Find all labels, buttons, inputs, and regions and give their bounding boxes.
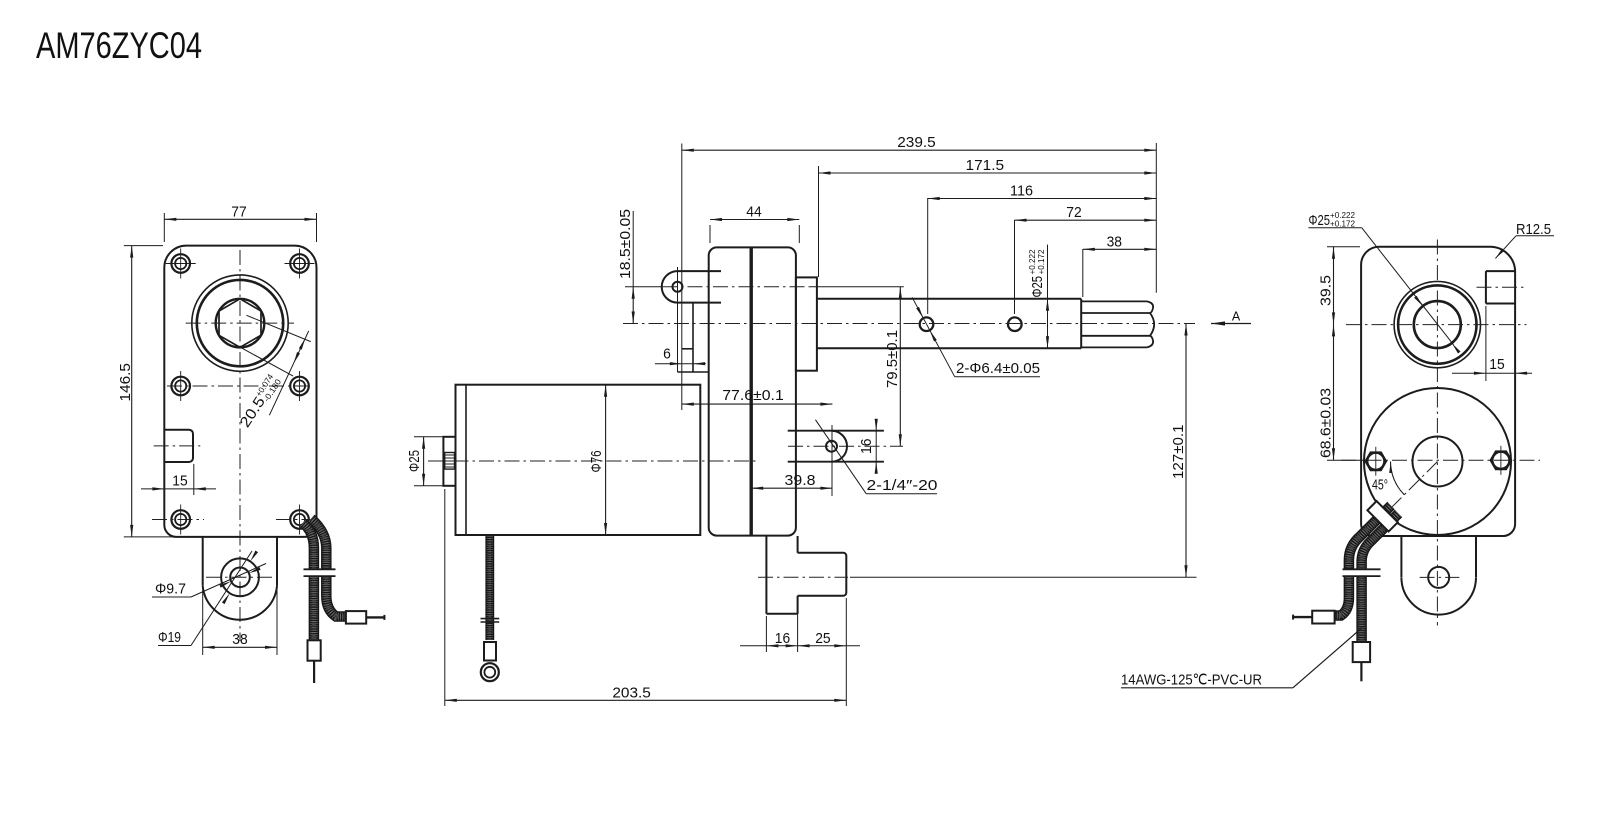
svg-text:116: 116 [1010, 183, 1033, 200]
svg-text:38: 38 [1107, 233, 1122, 250]
svg-text:79.5±0.1: 79.5±0.1 [884, 330, 901, 388]
svg-text:38: 38 [232, 631, 247, 648]
svg-text:14AWG-125℃-PVC-UR: 14AWG-125℃-PVC-UR [1121, 672, 1262, 689]
svg-text:+0.222: +0.222 [1330, 210, 1355, 220]
svg-text:72: 72 [1066, 204, 1081, 221]
svg-text:77: 77 [231, 203, 246, 220]
svg-text:146.5: 146.5 [117, 363, 134, 402]
svg-text:25: 25 [815, 630, 830, 647]
svg-text:Φ25: Φ25 [1309, 212, 1331, 229]
svg-text:Φ25: Φ25 [406, 450, 423, 472]
svg-text:16: 16 [858, 439, 875, 454]
svg-text:44: 44 [746, 204, 761, 221]
svg-text:77.6±0.1: 77.6±0.1 [722, 387, 784, 404]
svg-text:171.5: 171.5 [966, 157, 1005, 174]
svg-text:R12.5: R12.5 [1516, 221, 1551, 238]
svg-text:68.6±0.03: 68.6±0.03 [1318, 388, 1335, 458]
svg-text:Φ19: Φ19 [158, 629, 181, 646]
svg-text:+0.172: +0.172 [1036, 249, 1046, 274]
svg-text:Φ25: Φ25 [1029, 276, 1046, 298]
svg-text:203.5: 203.5 [612, 684, 651, 701]
svg-text:127±0.1: 127±0.1 [1170, 425, 1187, 480]
svg-text:39.8: 39.8 [785, 472, 816, 489]
svg-text:Φ76: Φ76 [588, 451, 605, 473]
svg-text:Φ9.7: Φ9.7 [155, 581, 186, 598]
svg-text:A: A [1232, 310, 1241, 324]
svg-text:15: 15 [172, 473, 187, 490]
svg-text:6: 6 [663, 346, 671, 363]
svg-text:+0.222: +0.222 [1027, 249, 1037, 274]
svg-text:45°: 45° [1372, 477, 1388, 494]
svg-text:+0.172: +0.172 [1330, 219, 1355, 229]
svg-text:2-1/4″-20: 2-1/4″-20 [867, 477, 938, 494]
svg-text:239.5: 239.5 [897, 134, 936, 151]
svg-text:15: 15 [1489, 356, 1504, 373]
svg-text:AM76ZYC04: AM76ZYC04 [36, 24, 202, 66]
svg-text:18.5±0.05: 18.5±0.05 [617, 209, 634, 279]
svg-text:16: 16 [775, 630, 790, 647]
svg-text:2-Φ6.4±0.05: 2-Φ6.4±0.05 [956, 360, 1040, 377]
svg-text:39.5: 39.5 [1318, 275, 1335, 306]
